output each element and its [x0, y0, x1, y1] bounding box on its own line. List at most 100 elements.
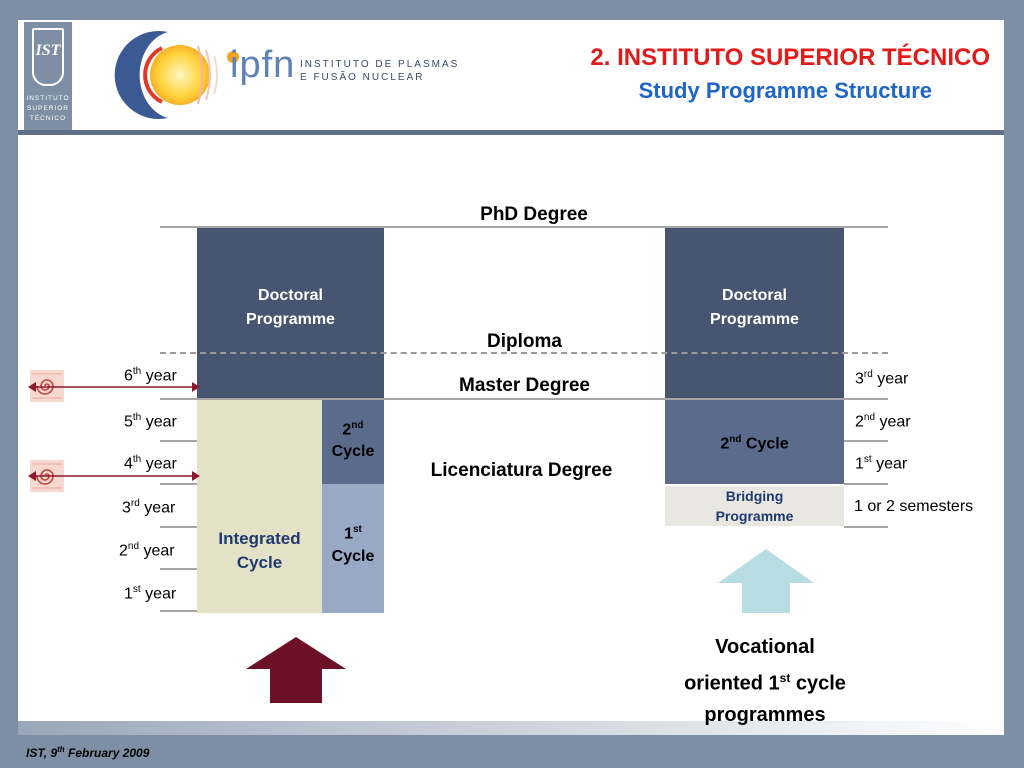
left-year-3-suffix: rd: [130, 498, 140, 509]
right-second-year-line: [844, 440, 888, 442]
left-doctoral-programme-label: Doctoral Programme: [246, 287, 335, 328]
right-year-2-word: year: [875, 413, 911, 431]
right-year-1-word: year: [871, 455, 908, 473]
left-first-year-line: [160, 568, 197, 570]
ipfn-logo-text: ipfn: [230, 44, 296, 86]
left-second-year-line: [160, 526, 197, 528]
footer-date: IST, 9th February 2009: [26, 745, 149, 760]
left-year-4-number: 4: [124, 455, 133, 473]
left-doctoral-programme-box: Doctoral Programme: [197, 228, 384, 398]
left-first-cycle-number: 1: [344, 525, 353, 543]
phd-degree-label: PhD Degree: [480, 204, 588, 225]
vocational-line-3: programmes: [704, 703, 826, 726]
right-year-3-number: 3: [855, 370, 864, 388]
integrated-cycle-box: Integrated Cycle: [197, 400, 322, 613]
right-semesters-label: 1 or 2 semesters: [854, 498, 974, 515]
left-year-1-word: year: [140, 585, 177, 603]
double-arrow-icon: [28, 471, 200, 481]
bottom-strip: [18, 721, 1004, 735]
slide-title: 2. INSTITUTO SUPERIOR TÉCNICO: [590, 44, 990, 71]
vocational-line-2: oriented 1st cycle: [640, 663, 890, 700]
right-year-1-suffix: st: [863, 454, 872, 465]
left-year-6-word: year: [141, 367, 177, 385]
left-third-year-line: [160, 483, 197, 485]
right-second-cycle-number: 2: [720, 435, 730, 453]
left-second-cycle-suffix: nd: [351, 419, 364, 431]
right-doctoral-programme-label: Doctoral Programme: [710, 287, 799, 328]
bridging-programme-box: Bridging Programme: [665, 486, 844, 526]
left-year-1-suffix: st: [132, 584, 141, 595]
vocational-line-1: Vocational: [715, 636, 815, 658]
right-year-3-word: year: [872, 370, 909, 388]
left-second-cycle-box: 2nd Cycle: [322, 400, 384, 484]
left-year-4-label: 4th year: [124, 454, 177, 473]
left-second-cycle-word: Cycle: [331, 443, 375, 461]
ist-shield-logo-icon: IST: [32, 28, 64, 86]
right-year-2-label: 2nd year: [855, 412, 911, 431]
vocational-line-2-sup: st: [779, 671, 791, 685]
up-arrow-icon: [246, 637, 346, 703]
ipfn-subtitle-line-2: E FUSÃO NUCLEAR: [300, 72, 425, 83]
left-year-4-word: year: [141, 455, 177, 473]
right-year-2-suffix: nd: [863, 412, 876, 423]
left-year-5-label: 5th year: [124, 412, 177, 431]
left-year-2-number: 2: [119, 542, 128, 560]
right-second-cycle-suffix: nd: [729, 433, 742, 445]
master-degree-line: [160, 398, 888, 400]
left-bottom-line: [160, 610, 197, 612]
integrated-cycle-label: Integrated Cycle: [218, 528, 301, 572]
licenciatura-degree-label: Licenciatura Degree: [430, 460, 613, 481]
left-year-4-suffix: th: [132, 454, 142, 465]
left-year-1-label: 1st year: [124, 584, 176, 603]
left-year-3-word: year: [139, 499, 176, 517]
ipfn-sun-logo-icon: [114, 31, 218, 120]
ist-logo-name: INSTITUTO SUPERIOR TÉCNICO: [26, 95, 70, 122]
double-arrow-icon: [28, 382, 200, 392]
left-second-cycle-label: 2nd Cycle: [332, 415, 375, 463]
right-year-3-suffix: rd: [863, 369, 873, 380]
ipfn-subtitle: INSTITUTO DE PLASMAS E FUSÃO NUCLEAR: [300, 58, 459, 84]
left-first-cycle-box: 1st Cycle: [322, 484, 384, 613]
left-year-2-suffix: nd: [127, 541, 140, 552]
left-year-2-word: year: [139, 542, 175, 560]
vocational-line-2-post: cycle: [790, 672, 846, 695]
left-year-6-number: 6: [124, 367, 133, 385]
right-first-year-line: [844, 483, 888, 485]
right-year-1-label: 1st year: [855, 454, 907, 473]
left-year-5-suffix: th: [132, 412, 142, 423]
right-year-2-number: 2: [855, 413, 864, 431]
header-divider-bar: [18, 130, 1004, 135]
diploma-label: Diploma: [487, 331, 562, 352]
left-year-6-label: 6th year: [124, 366, 177, 385]
bridging-programme-label: Bridging Programme: [715, 488, 794, 524]
left-year-6-suffix: th: [132, 366, 142, 377]
right-doctoral-programme-box: Doctoral Programme: [665, 228, 844, 398]
left-year-2-label: 2nd year: [119, 541, 175, 560]
ist-shield-mark: IST: [35, 42, 61, 59]
right-second-cycle-word: Cycle: [741, 435, 789, 453]
left-first-cycle-word: Cycle: [331, 547, 375, 565]
ist-logo: IST INSTITUTO SUPERIOR TÉCNICO: [24, 22, 72, 130]
left-first-cycle-suffix: st: [352, 524, 362, 536]
footer-post: February 2009: [64, 746, 150, 760]
master-degree-label: Master Degree: [459, 375, 590, 396]
right-second-cycle-label: 2nd Cycle: [720, 429, 788, 455]
left-year-3-number: 3: [122, 499, 131, 517]
right-year-3-label: 3rd year: [855, 369, 908, 388]
ipfn-dot-icon: [227, 51, 239, 63]
slide-subtitle: Study Programme Structure: [638, 78, 932, 103]
phd-degree-line: [160, 226, 888, 228]
up-arrow-icon: [718, 549, 814, 613]
diploma-dashed-line: [160, 352, 888, 354]
right-second-cycle-box: 2nd Cycle: [665, 400, 844, 484]
left-second-cycle-number: 2: [342, 421, 352, 439]
left-year-3-label: 3rd year: [122, 498, 175, 517]
right-semesters-line: [844, 526, 888, 528]
left-year-5-word: year: [141, 413, 177, 431]
left-year-5-number: 5: [124, 413, 133, 431]
footer-sup: th: [57, 745, 65, 754]
vocational-line-2-pre: oriented 1: [684, 672, 780, 695]
left-fourth-year-line: [160, 440, 197, 442]
vocational-label: Vocational oriented 1st cycle programmes: [640, 632, 890, 731]
ipfn-subtitle-line-1: INSTITUTO DE PLASMAS: [300, 59, 460, 70]
